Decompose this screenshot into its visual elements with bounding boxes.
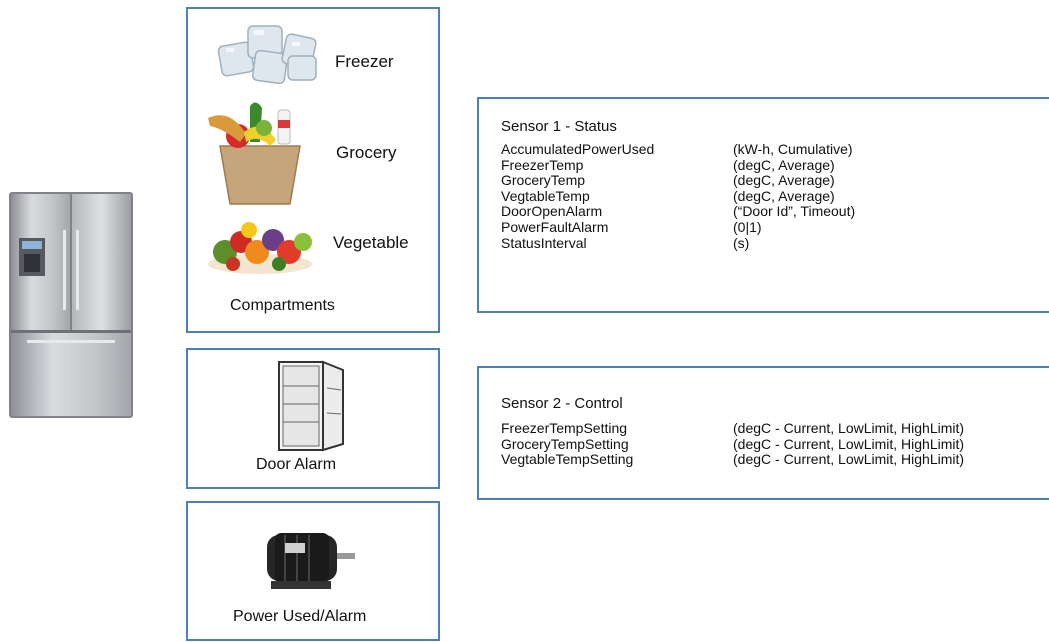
sensor1-field-name: AccumulatedPowerUsed xyxy=(501,141,655,157)
sensor1-field-name: StatusInterval xyxy=(501,234,587,251)
sensor1-field-unit: (s) xyxy=(733,234,750,251)
sensor1-row: DoorOpenAlarm (“Door Id”, Timeout) xyxy=(501,204,855,220)
sensor1-rows: AccumulatedPowerUsed (kW-h, Cumulative) F… xyxy=(501,141,855,252)
sensor2-row: GroceryTempSetting (degC - Current, LowLi… xyxy=(501,435,965,453)
sensor1-title: Sensor 1 - Status xyxy=(501,118,617,135)
sensor1-field-name: PowerFaultAlarm xyxy=(501,218,609,235)
sensor2-field-name: GroceryTempSetting xyxy=(501,435,629,452)
compartments-caption: Compartments xyxy=(230,297,335,314)
freezer-label: Freezer xyxy=(335,52,394,71)
grocery-bag-icon xyxy=(200,98,312,208)
sensor1-field-unit: (degC, Average) xyxy=(733,156,835,173)
sensor1-field-unit: (degC, Average) xyxy=(733,187,835,204)
vegetables-icon xyxy=(205,212,315,277)
sensor2-field-name: FreezerTempSetting xyxy=(501,420,628,436)
sensor1-row: AccumulatedPowerUsed (kW-h, Cumulative) xyxy=(501,141,855,158)
sensor1-row: VegtableTemp (degC, Average) xyxy=(501,187,855,205)
sensor1-row: StatusInterval (s) xyxy=(501,234,855,252)
sensor2-row: FreezerTempSetting (degC - Current, LowLi… xyxy=(501,420,965,437)
sensor2-field-unit: (degC - Current, LowLimit, HighLimit) xyxy=(733,435,965,452)
ice-cubes-icon xyxy=(214,22,324,84)
sensor1-row: GroceryTemp (degC, Average) xyxy=(501,173,855,189)
sensor2-field-name: VegtableTempSetting xyxy=(501,451,634,468)
sensor1-row: PowerFaultAlarm (0|1) xyxy=(501,218,855,236)
sensor2-field-unit: (degC - Current, LowLimit, HighLimit) xyxy=(733,451,965,468)
sensor1-field-name: FreezerTemp xyxy=(501,156,584,173)
vegetable-label: Vegetable xyxy=(333,233,409,252)
sensor1-field-unit: (0|1) xyxy=(733,218,762,235)
sensor2-field-unit: (degC - Current, LowLimit, HighLimit) xyxy=(733,420,965,436)
sensor1-field-name: VegtableTemp xyxy=(501,187,590,204)
open-fridge-icon xyxy=(271,358,351,453)
sensor2-rows: FreezerTempSetting (degC - Current, LowLi… xyxy=(501,420,965,468)
refrigerator-icon xyxy=(7,190,135,420)
sensor1-panel xyxy=(477,97,1049,313)
motor-icon xyxy=(255,525,365,595)
sensor2-panel xyxy=(477,366,1049,500)
power-caption: Power Used/Alarm xyxy=(233,608,367,625)
sensor1-field-unit: (kW-h, Cumulative) xyxy=(733,141,853,157)
sensor1-field-unit: (“Door Id”, Timeout) xyxy=(733,203,856,220)
sensor1-field-name: DoorOpenAlarm xyxy=(501,203,603,220)
sensor1-field-name: GroceryTemp xyxy=(501,172,586,189)
sensor2-title: Sensor 2 - Control xyxy=(501,395,623,412)
grocery-label: Grocery xyxy=(336,143,397,162)
sensor1-field-unit: (degC, Average) xyxy=(733,172,835,189)
sensor1-row: FreezerTemp (degC, Average) xyxy=(501,156,855,174)
sensor2-row: VegtableTempSetting (degC - Current, LowL… xyxy=(501,452,964,468)
door-alarm-caption: Door Alarm xyxy=(256,456,337,473)
